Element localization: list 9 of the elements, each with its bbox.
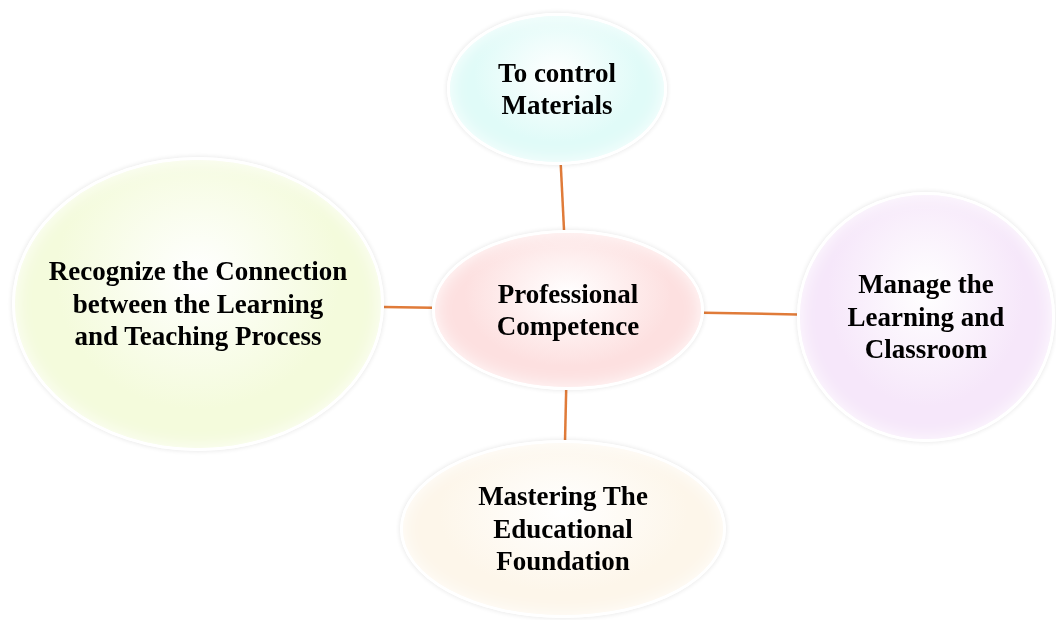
connector-line bbox=[383, 305, 433, 310]
node-label: Mastering The Educational Foundation bbox=[477, 480, 649, 578]
node-label: Recognize the Connection between the Learning and Teaching Process bbox=[48, 255, 348, 353]
node-label: Professional Competence bbox=[495, 277, 641, 343]
connector-line bbox=[559, 164, 566, 231]
connector-line bbox=[703, 311, 798, 316]
node-label: Manage the Learning and Classroom bbox=[846, 268, 1006, 366]
connector-line bbox=[563, 389, 568, 441]
node-label: To control Materials bbox=[497, 56, 617, 122]
